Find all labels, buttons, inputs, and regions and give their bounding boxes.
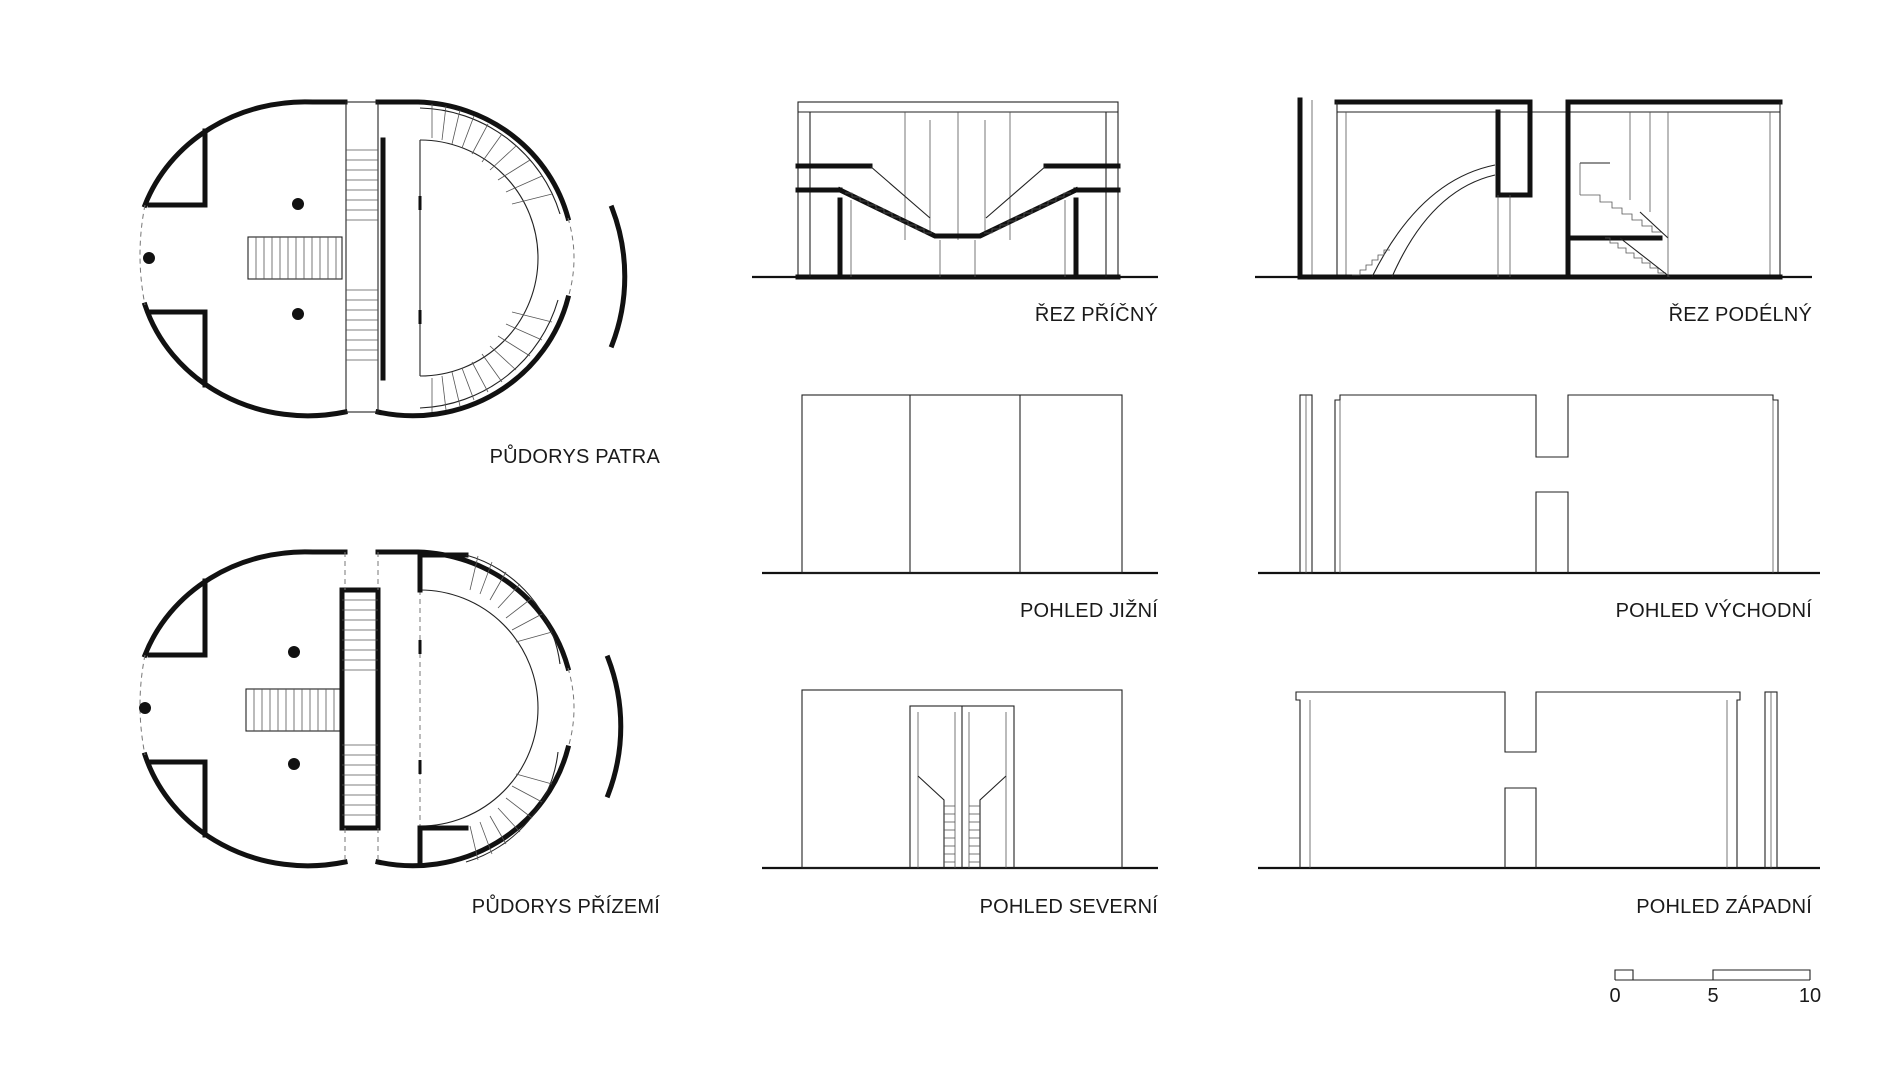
scale-tick-0: 0 [1609, 985, 1621, 1007]
elevation-west [1258, 691, 1820, 870]
plan-upper-floor [139, 99, 628, 419]
section-longitudinal [1255, 97, 1812, 280]
plan-ground-floor [139, 549, 624, 869]
label-section-longitudinal: ŘEZ PODÉLNÝ [1668, 304, 1812, 326]
elevation-south [762, 394, 1158, 575]
label-section-cross: ŘEZ PŘÍČNÝ [1034, 304, 1158, 326]
label-elevation-west: POHLED ZÁPADNÍ [1636, 896, 1812, 918]
elevation-east [1258, 394, 1820, 575]
label-plan-ground-floor: PŮDORYS PŘÍZEMÍ [471, 896, 660, 918]
label-elevation-north: POHLED SEVERNÍ [979, 896, 1158, 918]
label-plan-upper-floor: PŮDORYS PATRA [489, 446, 660, 468]
label-elevation-east: POHLED VÝCHODNÍ [1615, 600, 1812, 622]
scale-bar [1614, 969, 1811, 981]
elevation-north [762, 689, 1158, 870]
scale-tick-5: 5 [1707, 985, 1719, 1007]
section-cross [752, 101, 1158, 280]
scale-tick-10: 10 [1798, 985, 1822, 1007]
label-elevation-south: POHLED JIŽNÍ [1020, 600, 1158, 622]
